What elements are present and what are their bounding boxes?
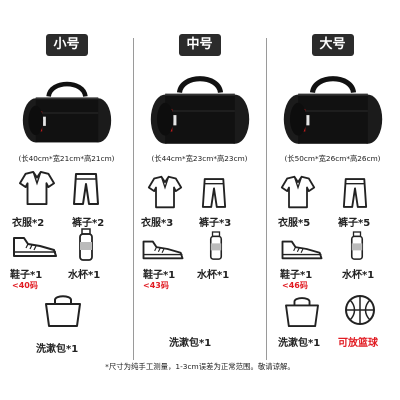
dimensions-text: (长40cm*宽21cm*高21cm) [18, 154, 115, 163]
shoes-label: 鞋子*1 [280, 270, 313, 281]
shoe-icon [280, 236, 324, 262]
basketball-note: 可放篮球 [338, 338, 378, 349]
washbag-label: 洗漱包*1 [169, 338, 212, 349]
shirt-icon [280, 174, 316, 210]
clothes-label: 衣服*3 [141, 218, 174, 229]
shoe-size-value: 40码 [18, 281, 38, 290]
pants-label: 裤子*2 [72, 218, 105, 229]
bottle-icon [209, 230, 223, 262]
cup-label: 水杯*1 [68, 270, 101, 281]
size-tag: 中号 [178, 34, 221, 56]
duffel-bag-image [278, 70, 388, 152]
cup-label: 水杯*1 [342, 270, 375, 281]
shoe-icon [141, 236, 185, 262]
shoes-label: 鞋子*1 [10, 270, 43, 281]
duffel-bag-image [21, 74, 113, 152]
washbag-icon [44, 294, 82, 328]
size-tag: 大号 [311, 34, 354, 56]
clothes-label: 衣服*5 [278, 218, 311, 229]
shirt-icon [147, 174, 183, 210]
washbag-icon [284, 296, 320, 328]
washbag-label: 洗漱包*1 [36, 344, 79, 355]
shoe-icon [12, 232, 58, 260]
shoe-size-note: <43码 [143, 281, 169, 290]
pants-icon [72, 172, 100, 206]
pants-label: 裤子*5 [338, 218, 371, 229]
pants-icon [201, 176, 227, 210]
cup-label: 水杯*1 [197, 270, 230, 281]
dimensions-text: (长44cm*宽23cm*高23cm) [151, 154, 248, 163]
shirt-icon [18, 170, 56, 206]
size-column-small: 小号 (长40cm*宽21cm*高21cm) 衣服*2 裤子*2 鞋子*1 水杯… [0, 0, 133, 372]
shoe-size-value: 46码 [288, 281, 308, 290]
divider-right [266, 38, 267, 360]
shoe-size-note: <40码 [12, 281, 38, 290]
shoes-label: 鞋子*1 [143, 270, 176, 281]
washbag-label: 洗漱包*1 [278, 338, 321, 349]
size-column-large: 大号 (长50cm*宽26cm*高26cm) 衣服*5 裤子*5 鞋子*1 水杯… [266, 0, 399, 372]
dimensions-text: (长50cm*宽26cm*高26cm) [284, 154, 381, 163]
duffel-bag-image [148, 70, 252, 152]
shoe-size-value: 43码 [149, 281, 169, 290]
shoe-size-note: <46码 [282, 281, 308, 290]
size-column-medium: 中号 (长44cm*宽23cm*高23cm) 衣服*3 裤子*3 鞋子*1 水杯… [133, 0, 266, 372]
pants-label: 裤子*3 [199, 218, 232, 229]
measurement-footnote: *尺寸为纯手工测量，1-3cm误差为正常范围。敬请谅解。 [105, 362, 295, 371]
basketball-icon [344, 294, 376, 326]
bottle-icon [78, 228, 94, 262]
bottle-icon [350, 230, 364, 262]
pants-icon [342, 176, 368, 210]
clothes-label: 衣服*2 [12, 218, 45, 229]
size-tag: 小号 [45, 34, 88, 56]
divider-left [133, 38, 134, 360]
